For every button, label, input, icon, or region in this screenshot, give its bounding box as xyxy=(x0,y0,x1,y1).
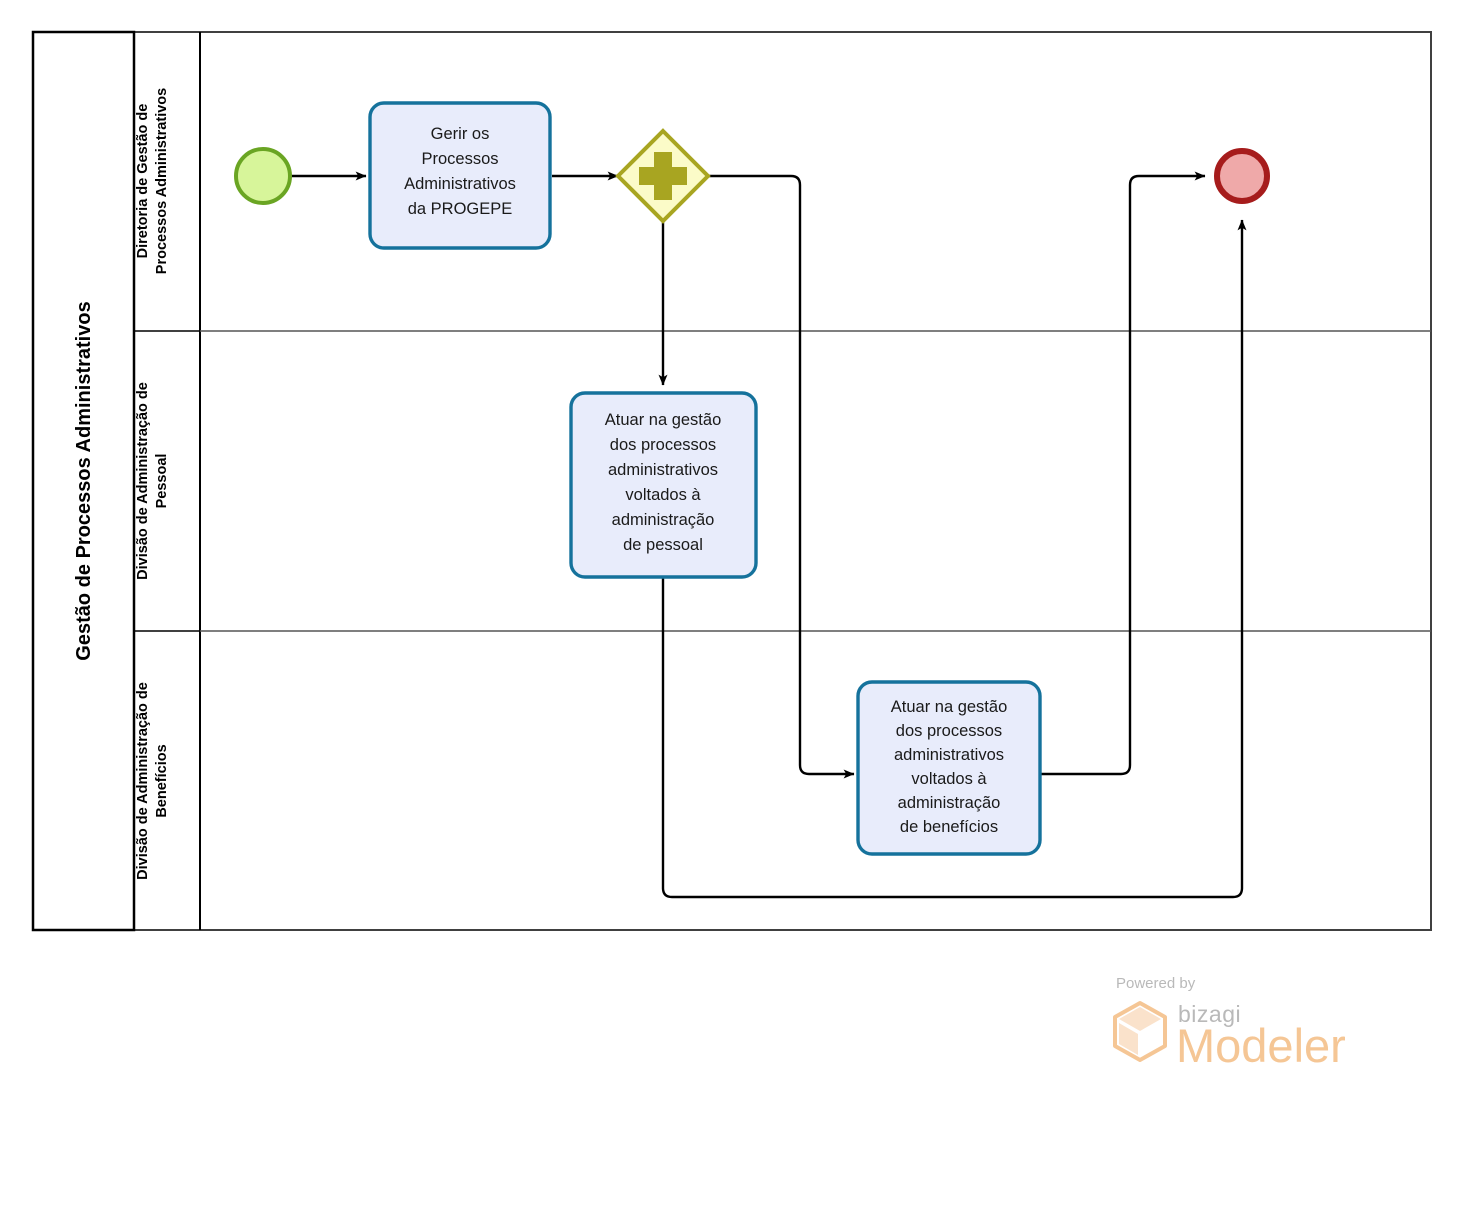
bizagi-hex-icon xyxy=(1113,1001,1167,1062)
modeler-wordmark: Modeler xyxy=(1176,1019,1346,1070)
flow-beneficios-to-end xyxy=(1040,171,1206,776)
lane-dividers xyxy=(134,330,1431,632)
end-event[interactable] xyxy=(1214,148,1270,204)
parallel-gateway[interactable] xyxy=(615,128,711,224)
bizagi-wordmark: bizagi xyxy=(1178,1001,1241,1027)
pool-title: Gestão de Processos Administrativos xyxy=(73,301,95,660)
flow-pessoal-to-end xyxy=(661,219,1247,899)
flow-gateway-to-beneficios xyxy=(708,174,855,779)
sequence-flows xyxy=(291,171,1247,899)
powered-by-label: Powered by xyxy=(1116,975,1196,992)
bizagi-watermark: Powered by bizagi Modeler xyxy=(1113,975,1346,1070)
plus-icon xyxy=(639,152,687,200)
start-event[interactable] xyxy=(234,147,292,205)
